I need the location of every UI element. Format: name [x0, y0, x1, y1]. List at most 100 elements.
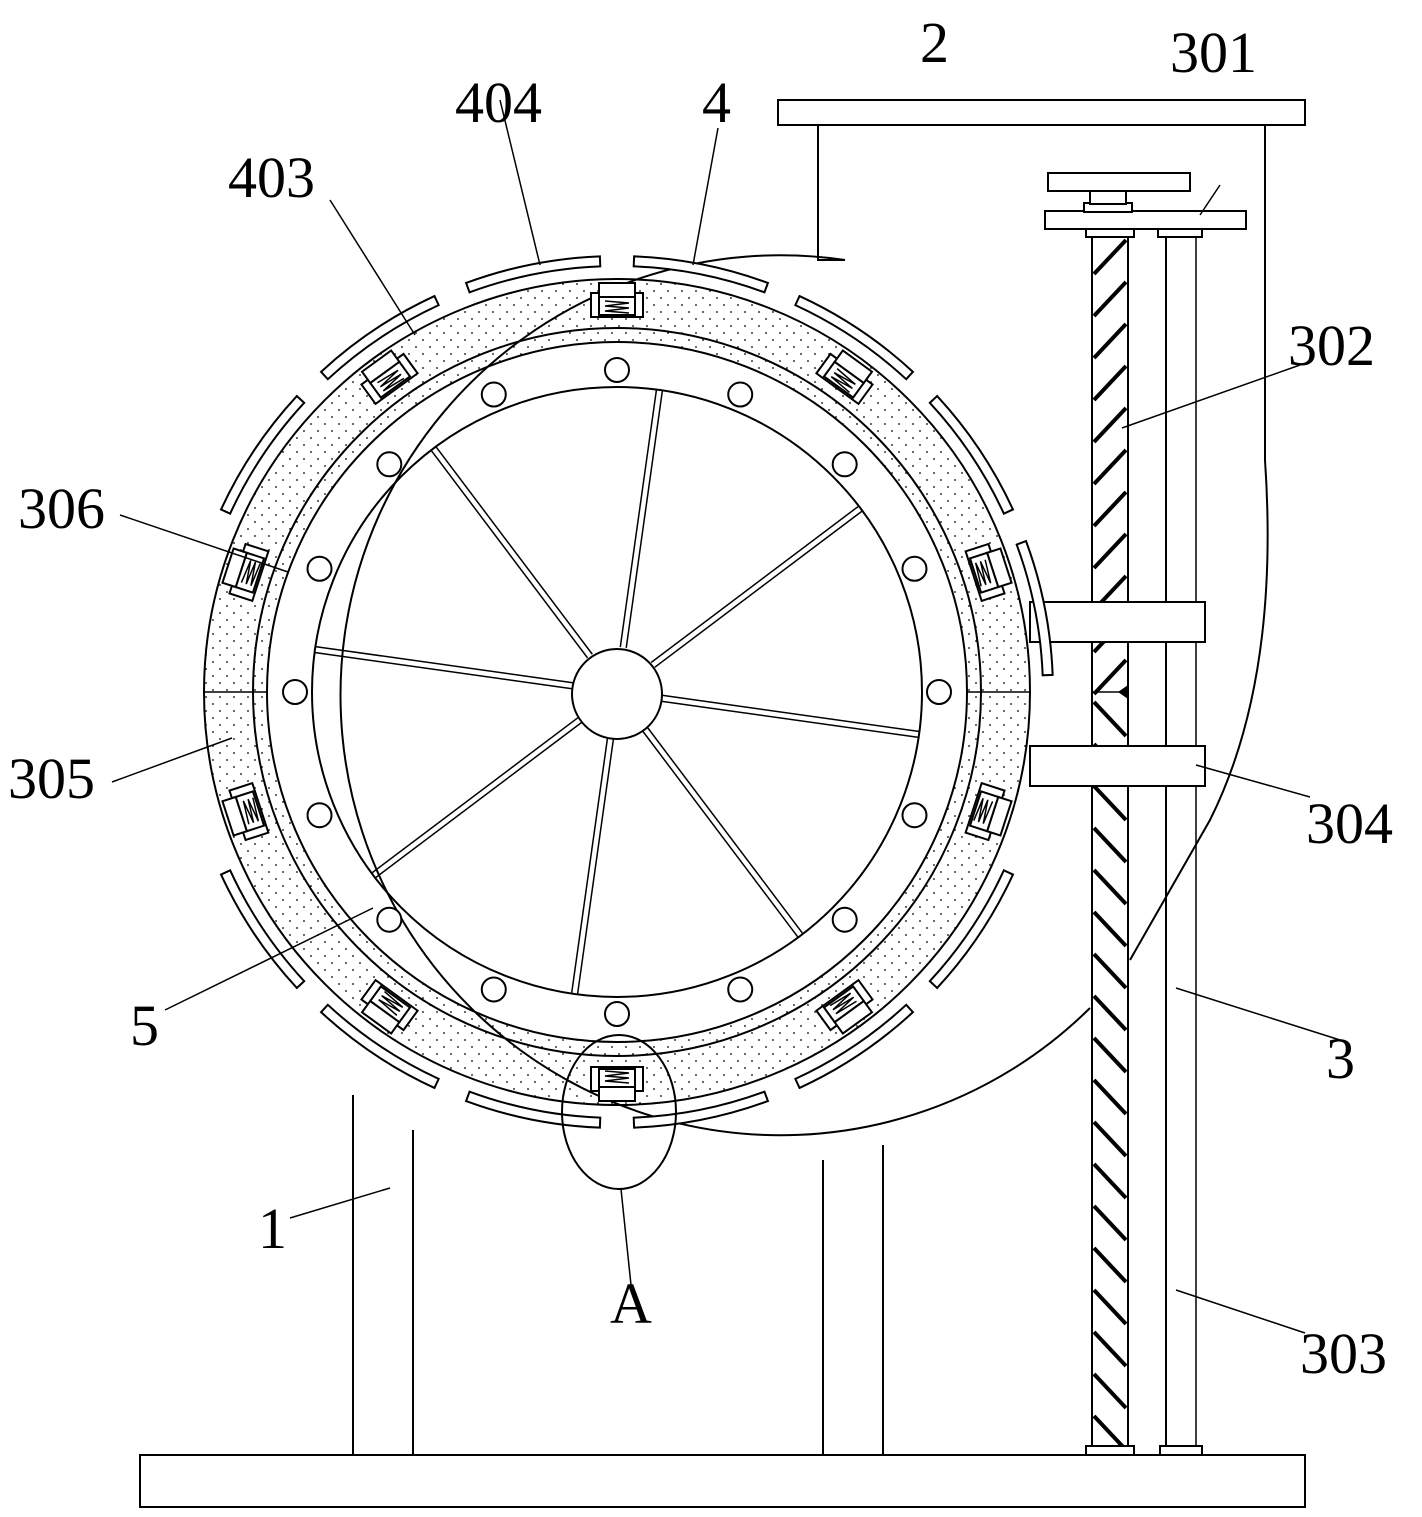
thread-hatch	[1092, 322, 1128, 360]
thread-hatch	[1092, 238, 1128, 276]
ring-hole	[604, 1001, 630, 1027]
label-301: 301	[1170, 20, 1257, 85]
slot-segment	[464, 1090, 602, 1129]
ring-hole	[282, 679, 308, 705]
thread-hatch	[1092, 532, 1128, 570]
spoke	[371, 716, 580, 874]
slot-segment	[928, 394, 1015, 515]
thread-hatch	[1092, 910, 1128, 948]
thread-hatch	[1092, 1288, 1128, 1326]
thread-hatch	[1092, 1204, 1128, 1242]
label-403: 403	[228, 145, 315, 210]
thread-hatch	[1092, 1246, 1128, 1284]
support-legs	[352, 1095, 884, 1455]
spring-block	[964, 542, 1013, 603]
ring-hole	[306, 802, 333, 829]
spoke	[661, 700, 919, 739]
ring-hole	[376, 906, 403, 933]
label-303: 303	[1300, 1321, 1387, 1386]
thread-hatch	[1092, 1036, 1128, 1074]
slot-segment	[794, 1003, 915, 1090]
ring-hole	[926, 679, 952, 705]
spring-icon	[240, 560, 261, 586]
spoke	[641, 729, 799, 938]
spring-icon	[829, 992, 857, 1015]
slot-segment	[928, 869, 1015, 990]
ring-hole	[727, 381, 754, 408]
crossbar-301	[1044, 172, 1247, 230]
spoke	[374, 720, 584, 879]
spoke	[619, 389, 658, 648]
thread-hatch	[1092, 1330, 1128, 1368]
spoke	[570, 736, 609, 994]
spoke	[661, 694, 920, 733]
thread-hatch	[1092, 364, 1128, 402]
label-304: 304	[1306, 791, 1393, 856]
spoke	[625, 390, 664, 648]
label-4: 4	[702, 70, 731, 135]
spring-icon	[378, 990, 404, 1016]
thread-hatch	[1092, 658, 1128, 696]
spring-icon	[604, 1070, 630, 1084]
spoke	[645, 725, 804, 935]
thread-hatch	[1092, 868, 1128, 906]
slot-segment	[219, 869, 306, 990]
spring-block	[221, 781, 270, 842]
ring-hole	[376, 451, 403, 478]
spring-icon	[974, 559, 992, 587]
slot-segment	[319, 1003, 440, 1090]
thread-hatch	[1092, 1120, 1128, 1158]
spring-block	[360, 978, 420, 1035]
hub	[571, 648, 663, 740]
thread-hatch	[1092, 448, 1128, 486]
thread-hatch	[1092, 784, 1128, 822]
top-plate	[777, 99, 1306, 126]
spring-block	[221, 542, 270, 603]
ring-hole	[480, 381, 507, 408]
thread-hatch	[1092, 952, 1128, 990]
rotor-assembly	[203, 255, 1054, 1129]
thread-hatch	[1092, 280, 1128, 318]
spoke	[430, 449, 589, 659]
slot-segment	[632, 255, 770, 294]
thread-hatch	[1092, 1162, 1128, 1200]
spring-icon	[973, 798, 994, 824]
label-3: 3	[1326, 1026, 1355, 1091]
slot-segment	[319, 294, 440, 381]
spoke	[314, 651, 573, 690]
spring-block	[964, 781, 1013, 842]
part-labels: 2 301 404 4 403 302 306 305 304 5 3 1 A …	[8, 10, 1393, 1386]
slot-segment	[1015, 539, 1054, 677]
ring-hole	[727, 976, 754, 1003]
slot-segment	[464, 255, 602, 294]
spring-icon	[604, 300, 630, 314]
lead-screw	[1085, 228, 1135, 1456]
ring-hole	[901, 555, 928, 582]
label-A: A	[610, 1271, 652, 1336]
label-306: 306	[18, 476, 105, 541]
label-5: 5	[130, 993, 159, 1058]
ring-hole	[480, 976, 507, 1003]
slot-segment	[794, 294, 915, 381]
thread-hatch	[1092, 700, 1128, 738]
detail-a-marker	[561, 1034, 677, 1190]
spoke	[315, 645, 573, 684]
leader-lines	[111, 99, 1341, 1334]
thread-hatch	[1092, 1078, 1128, 1116]
ring-hole	[831, 906, 858, 933]
spoke	[654, 510, 863, 668]
slide-brackets	[1029, 601, 1206, 787]
handwheel[interactable]	[1047, 172, 1191, 192]
slot-segment	[632, 1090, 770, 1129]
spring-block	[814, 349, 874, 406]
ring-hole	[901, 802, 928, 829]
slot-segment	[219, 394, 306, 515]
spring-block	[360, 349, 420, 406]
label-404: 404	[455, 70, 542, 135]
spring-icon	[830, 368, 856, 394]
spoke	[576, 736, 615, 995]
thread-hatch	[1092, 994, 1128, 1032]
thread-hatch	[1092, 826, 1128, 864]
spring-block	[590, 1066, 644, 1102]
